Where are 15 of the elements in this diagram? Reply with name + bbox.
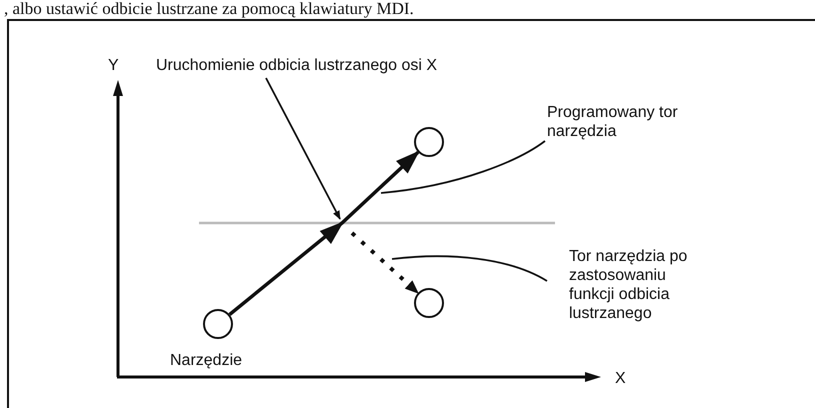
dotted-path-arrow (350, 232, 420, 294)
tool-position-circle (414, 288, 444, 318)
annotation-text: Programowany tor narzędzia (547, 103, 679, 141)
axis-label: Y (108, 56, 119, 75)
tool-position-circle (414, 127, 444, 157)
tool-path-arrow (228, 150, 420, 316)
annotation-text: Tor narzędzia po zastosowaniu funkcji odbicia lustrzanego (569, 247, 688, 323)
leader-line (380, 140, 546, 194)
top-text-line: , albo ustawić odbicie lustrzane za pomocą klawiatury MDI. (4, 0, 414, 18)
annotation-text: Uruchomienie odbicia lustrzanego osi X (156, 56, 438, 75)
tool-caption: Narzędzie (170, 351, 242, 370)
tool-position-circle (203, 309, 233, 339)
axis-label: X (615, 369, 626, 388)
pointer-arrow (265, 78, 341, 220)
leader-line (392, 255, 548, 282)
